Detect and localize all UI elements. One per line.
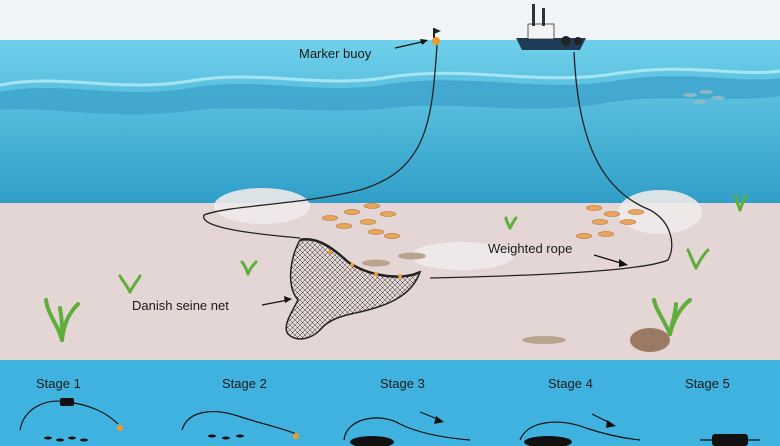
stage-5-label: Stage 5 [685,376,730,391]
weighted-rope-label: Weighted rope [488,241,573,256]
stage-4-illustration [519,413,641,446]
danish-seine-net-label: Danish seine net [132,298,229,313]
silt-cloud [410,242,514,270]
marker-buoy [432,28,441,45]
sky [0,0,780,42]
net-pointer [261,299,289,306]
wave-crest [0,67,780,87]
boat-line [429,51,673,279]
fish [398,252,426,260]
danish-seine-net [285,238,422,340]
stage-1-label: Stage 1 [36,376,81,391]
rock [630,328,670,352]
fish-school [575,205,645,239]
buoy-pointer [394,40,427,49]
stage-5-illustration [700,434,760,446]
fish-school [321,203,401,239]
stage-3-label: Stage 3 [380,376,425,391]
silt-cloud [618,190,702,234]
silt-cloud [214,188,310,224]
seaweed [44,298,80,342]
wave-band [0,76,780,115]
buoy-line [203,44,438,239]
marker-buoy-label: Marker buoy [299,46,372,61]
stage-1-illustration [19,398,123,442]
stage-3-illustration [343,411,471,446]
stage-4-label: Stage 4 [548,376,593,391]
stage-2-label: Stage 2 [222,376,267,391]
fish [362,259,390,267]
stage-2-illustration [181,411,299,440]
fish [522,336,566,344]
fishing-boat [516,4,586,50]
water-column [0,40,780,205]
water-fish-school [683,90,725,104]
stage-band [0,360,780,446]
seaweed [118,194,748,294]
seaweed [652,298,692,336]
